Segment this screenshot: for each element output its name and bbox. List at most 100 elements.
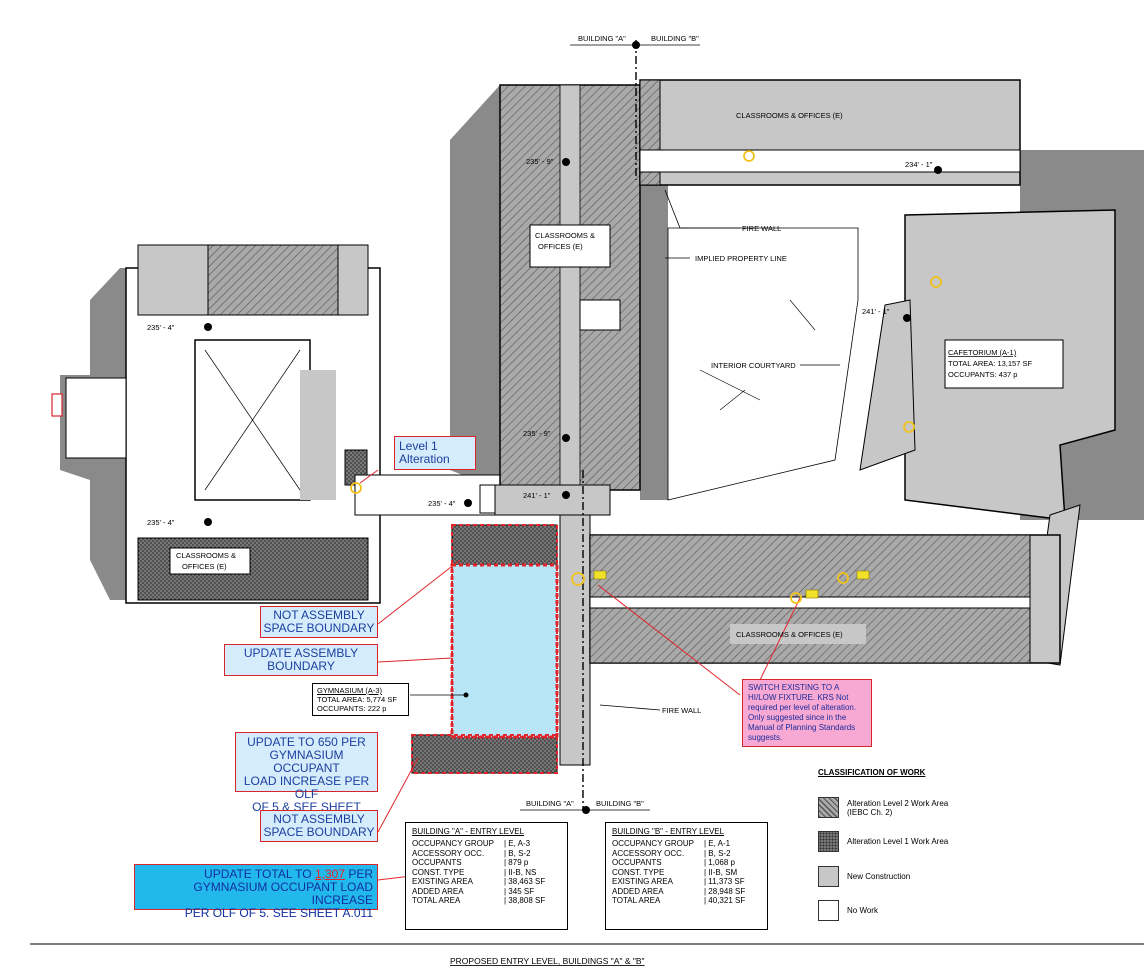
right-wing [859,209,1116,666]
not-assembly-boundary-callout: NOT ASSEMBLY SPACE BOUNDARY [260,606,378,638]
callout-line: UPDATE ASSEMBLY [243,646,359,660]
callout-line: UPDATE TO 650 PER [247,735,366,749]
schedule-row: OCCUPANTS| 1,068 p [612,858,761,868]
schedule-key: EXISTING AREA [612,877,673,886]
schedule-value: | 11,373 SF [704,877,745,886]
top-right-wing [639,79,1021,186]
schedule-key: ACCESSORY OCC. [612,848,685,858]
schedule-value: | 345 SF [504,886,535,896]
schedule-value: | E, A-1 [704,839,731,848]
building-a-top-label: BUILDING "A" [578,34,626,43]
gymnasium-occupants: OCCUPANTS: 222 p [317,704,387,713]
callout-line: Alteration [399,452,450,466]
schedule-value: | 38,808 SF [504,896,546,905]
callout-line: suggests. [748,733,783,742]
legend-label: Alteration Level 2 Work Area(IEBC Ch. 2) [847,799,948,817]
callout-line: NOT ASSEMBLY [273,608,365,622]
legend-item-alteration-level-1: Alteration Level 1 Work Area [818,831,948,852]
callout-line: NOT ASSEMBLY [273,812,365,826]
legend-label: New Construction [847,872,911,881]
classrooms-center-label-1: CLASSROOMS & [535,231,595,240]
callout-line: Level 1 [399,439,438,453]
updated-total-number: 1,307 [314,867,345,881]
building-a-schedule: BUILDING "A" - ENTRY LEVEL OCCUPANCY GRO… [405,822,568,930]
schedule-key: EXISTING AREA [412,877,473,886]
callout-text: PER [344,867,373,881]
elevation-label: 235' - 4" [147,518,175,527]
schedule-value: | B, S-2 [504,848,531,858]
schedule-row: TOTAL AREA | 38,808 SF [412,896,561,906]
elevation-label: 235' - 9" [523,429,551,438]
schedule-value: | 38,463 SF [504,877,546,886]
schedule-row: CONST. TYPE | II-B, NS [412,868,561,878]
cafetorium-occupants: OCCUPANTS: 437 p [948,370,1017,379]
schedule-key: CONST. TYPE [412,867,465,877]
callout-line: SWITCH EXISTING TO A [748,683,840,692]
callout-line: HI/LOW FIXTURE. KRS Not [748,693,849,702]
elevation-label: 235' - 4" [428,499,456,508]
elevation-markers [204,158,942,526]
elevation-label: 234' - 1" [905,160,933,169]
schedule-row: EXISTING AREA | 38,463 SF [412,877,561,887]
dotted-swatch [818,831,839,852]
gymnasium-name: GYMNASIUM (A-3) [317,686,383,695]
schedule-value: | II-B, NS [504,867,537,877]
schedule-key: CONST. TYPE [612,867,665,877]
interior-courtyard [667,227,859,501]
gymnasium-area: TOTAL AREA: 5,774 SF [317,695,397,704]
building-b-schedule: BUILDING "B" - ENTRY LEVEL OCCUPANCY GRO… [605,822,768,930]
callout-line: PER OLF OF 5. SEE SHEET A.011 [184,906,373,920]
schedule-value: | 28,948 SF [704,886,746,896]
level-1-alteration-callout: Level 1 Alteration [394,436,476,470]
schedule-value: | 1,068 p [704,858,735,867]
schedule-key: OCCUPANCY GROUP [412,839,494,848]
schedule-value: | 879 p [504,858,529,867]
schedule-row: ADDED AREA | 28,948 SF [612,887,761,897]
schedule-key: TOTAL AREA [612,896,661,905]
classrooms-left-label-2: OFFICES (E) [182,562,227,571]
white-swatch [818,900,839,921]
classrooms-left-label-1: CLASSROOMS & [176,551,236,560]
update-assembly-boundary-callout: UPDATE ASSEMBLY BOUNDARY [224,644,378,676]
building-b-top-label: BUILDING "B" [651,34,699,43]
callout-line: SPACE BOUNDARY [263,825,375,839]
implied-property-line-label: IMPLIED PROPERTY LINE [695,254,787,263]
callout-line: BOUNDARY [267,659,335,673]
schedule-value: | B, S-2 [704,848,731,858]
callout-line: Only suggested since in the [748,713,847,722]
gymnasium-label-box: GYMNASIUM (A-3) TOTAL AREA: 5,774 SF OCC… [312,683,409,716]
schedule-row: TOTAL AREA | 40,321 SF [612,896,761,906]
update-total-occupant-callout: UPDATE TOTAL TO 1,307 PER GYMNASIUM OCCU… [134,864,378,920]
schedule-key: ACCESSORY OCC. [412,848,485,858]
schedule-row: OCCUPANTS | 879 p [412,858,561,868]
schedule-row: ADDED AREA| 345 SF [412,887,561,897]
schedule-value: | E, A-3 [504,839,531,848]
fire-wall-bottom-label: FIRE WALL [662,706,701,715]
comment-flags [593,570,870,599]
schedule-title: BUILDING "B" - ENTRY LEVEL [612,827,725,836]
schedule-value: | 40,321 SF [704,896,746,905]
interior-courtyard-label: INTERIOR COURTYARD [711,361,796,370]
legend-item-alteration-level-2: Alteration Level 2 Work Area(IEBC Ch. 2) [818,797,948,818]
switch-fixture-callout: SWITCH EXISTING TO A HI/LOW FIXTURE. KRS… [742,679,872,747]
gymnasium [410,524,559,774]
legend-title: CLASSIFICATION OF WORK [818,768,926,777]
update-650-occupant-callout: UPDATE TO 650 PER GYMNASIUM OCCUPANT LOA… [235,732,378,827]
bottom-right-wing [589,534,1061,664]
legend-item-new-construction: New Construction [818,866,910,887]
building-a-bottom-label: BUILDING "A" [526,799,574,808]
schedule-key: OCCUPANCY GROUP [612,839,694,848]
left-wing [51,244,516,604]
classrooms-center-label-2: OFFICES (E) [538,242,583,251]
cafetorium-name: CAFETORIUM (A-1) [948,348,1017,357]
schedule-row: OCCUPANCY GROUP | E, A-3 [412,839,561,849]
central-spine [494,84,641,766]
schedule-key: ADDED AREA [612,886,664,896]
schedule-key: TOTAL AREA [412,896,461,905]
schedule-key: OCCUPANTS [412,858,462,867]
legend-label: No Work [847,906,878,915]
legend-label-line: Alteration Level 2 Work Area [847,798,949,808]
classrooms-top-label: CLASSROOMS & OFFICES (E) [736,111,843,120]
hatch-swatch [818,797,839,818]
